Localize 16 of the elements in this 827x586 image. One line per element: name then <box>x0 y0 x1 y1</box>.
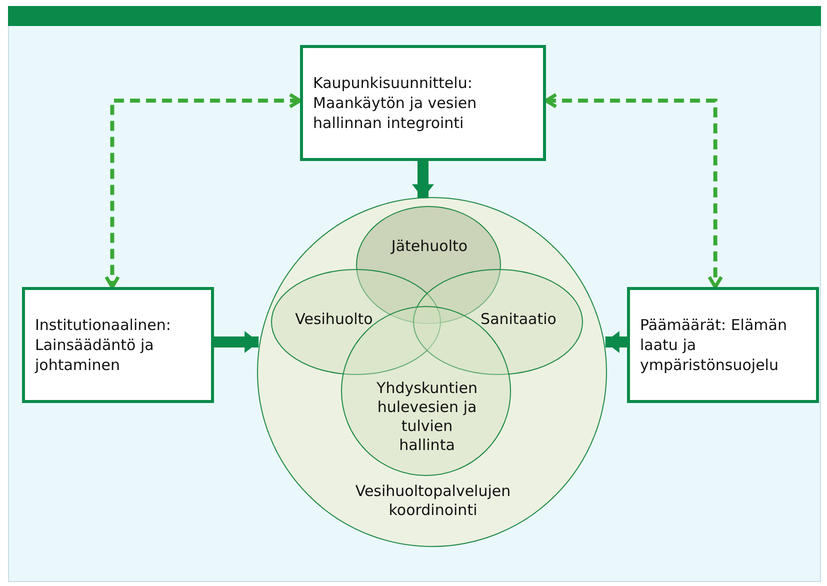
arrow <box>214 331 259 353</box>
node-text: Jätehuolto <box>390 237 469 256</box>
arrow <box>104 92 302 289</box>
node-text: Päämäärät: Elämän laatu ja ympäristönsuojelu <box>639 315 788 375</box>
node-text: Vesihuoltopalvelujen koordinointi <box>354 482 512 520</box>
node-text: Kaupunkisuunnittelu: Maankäytön ja vesien hallinnan integrointi <box>312 73 478 133</box>
text-box <box>300 45 546 161</box>
text-box <box>22 287 214 403</box>
arrow <box>605 331 627 353</box>
arrow <box>412 161 434 198</box>
node-text: Sanitaatio <box>480 310 558 329</box>
node-text: Vesihuolto <box>294 310 374 329</box>
node-text: Yhdyskuntien hulevesien ja tulvien hallinta <box>376 379 478 455</box>
text-box <box>627 287 819 403</box>
arrow <box>544 92 724 289</box>
node-text: Institutionaalinen: Lainsäädäntö ja johtaminen <box>34 315 172 375</box>
